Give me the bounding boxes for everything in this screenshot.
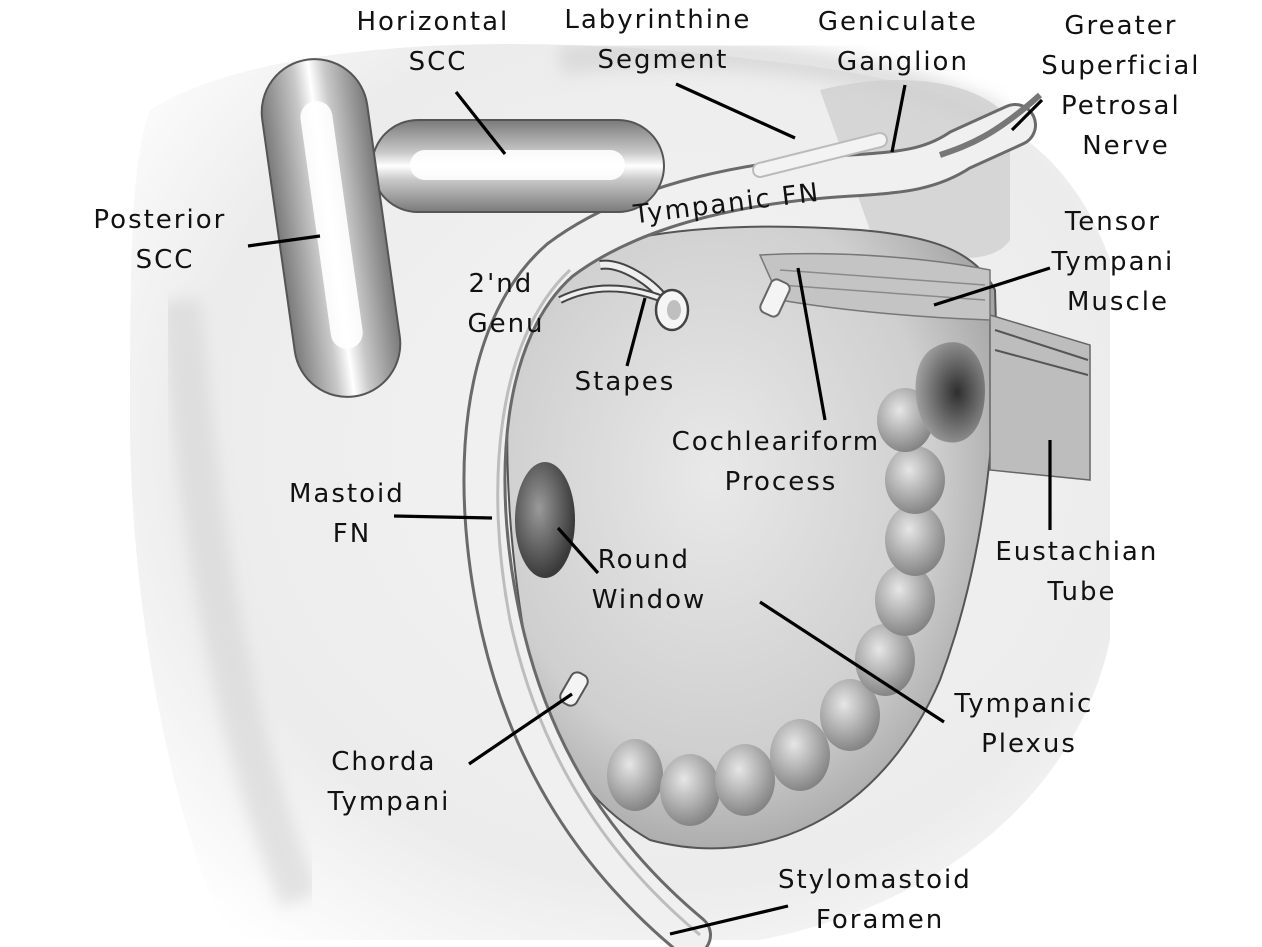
label-chorda-tympani: Chorda Tympani — [327, 747, 451, 817]
label-tensor-tympani-muscle: Tensor Tympani Muscle — [1051, 207, 1185, 317]
tensor-tympani-muscle-body — [758, 252, 991, 321]
label-posterior-scc: Posterior SCC — [93, 205, 236, 275]
label-greater-superficial-petrosal-nerve: Greater Superficial Petrosal Nerve — [1041, 11, 1211, 161]
stapes-bone — [558, 259, 690, 332]
label-labyrinthine-segment: Labyrinthine Segment — [564, 5, 761, 75]
label-mastoid-fn: Mastoid FN — [289, 479, 415, 549]
label-stapes: Stapes — [575, 367, 676, 397]
label-cochleariform-process: Cochleariform Process — [672, 427, 891, 497]
round-window — [515, 462, 575, 578]
cochleariform-tendon — [759, 278, 791, 318]
label-geniculate-ganglion: Geniculate Ganglion — [818, 7, 988, 77]
eustachian-tube-canal — [989, 313, 1091, 481]
label-round-window: Round Window — [592, 545, 707, 615]
label-horizontal-scc: Horizontal SCC — [356, 7, 519, 77]
label-second-genu: 2'nd Genu — [467, 269, 544, 339]
gspn-strand — [939, 92, 1042, 158]
label-stylomastoid-foramen: Stylomastoid Foramen — [778, 865, 982, 935]
label-eustachian-tube: Eustachian Tube — [995, 537, 1168, 607]
leader-lines — [247, 82, 1052, 936]
eustachian-tube-opening — [915, 342, 985, 443]
label-tympanic-plexus: Tympanic Plexus — [953, 689, 1103, 759]
